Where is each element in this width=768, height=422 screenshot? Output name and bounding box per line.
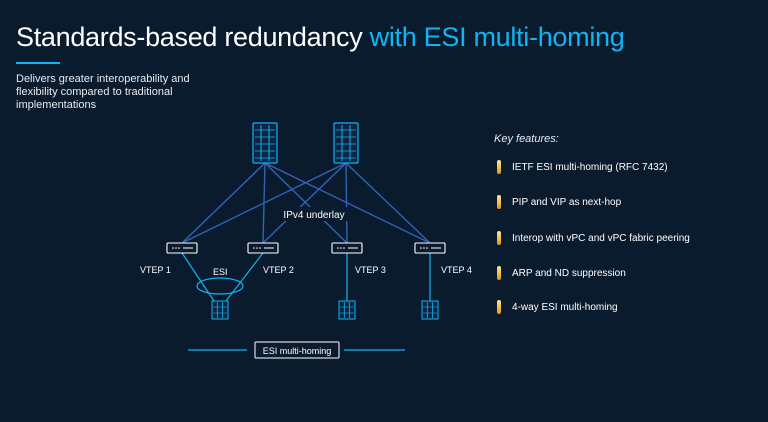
caption-box: [254, 341, 340, 359]
slide-title: Standards-based redundancy with ESI mult…: [16, 22, 625, 53]
feature-label: 4-way ESI multi-homing: [512, 301, 618, 313]
feature-item: 4-way ESI multi-homing: [497, 299, 618, 315]
underlay-label: IPv4 underlay: [283, 210, 344, 221]
esi-ellipse: [196, 277, 244, 295]
leaf-switch-2: [247, 242, 279, 254]
feature-item: IETF ESI multi-homing (RFC 7432): [497, 159, 668, 175]
feature-item: ARP and ND suppression: [497, 265, 626, 281]
server-host-3: [338, 300, 356, 320]
caption-label: ESI multi-homing: [263, 346, 332, 356]
underlay-label-bg: [274, 207, 354, 221]
leaf-switch-1: [166, 242, 198, 254]
feature-label: ARP and ND suppression: [512, 267, 626, 279]
bullet-icon: [497, 231, 501, 245]
bullet-icon: [497, 160, 501, 174]
bullet-icon: [497, 266, 501, 280]
slide-subtitle: Delivers greater interoperability and fl…: [16, 73, 190, 111]
feature-label: Interop with vPC and vPC fabric peering: [512, 232, 690, 244]
title-accent: with ESI multi-homing: [369, 22, 625, 52]
server-host-4: [421, 300, 439, 320]
leaf-switch-4: [414, 242, 446, 254]
vtep-3-label: VTEP 3: [355, 265, 386, 275]
feature-label: IETF ESI multi-homing (RFC 7432): [512, 161, 668, 173]
title-underline: [16, 62, 60, 64]
title-main: Standards-based redundancy: [16, 22, 370, 52]
spine-switch-1: [252, 122, 278, 164]
bullet-icon: [497, 195, 501, 209]
fabric-links: [181, 162, 431, 244]
vtep-1-label: VTEP 1: [140, 265, 171, 275]
server-esi-host: [211, 300, 229, 320]
feature-item: Interop with vPC and vPC fabric peering: [497, 230, 690, 246]
leaf-switch-3: [331, 242, 363, 254]
esi-label: ESI: [213, 267, 228, 277]
feature-label: PIP and VIP as next-hop: [512, 196, 622, 208]
vtep-2-label: VTEP 2: [263, 265, 294, 275]
feature-item: PIP and VIP as next-hop: [497, 194, 622, 210]
bullet-icon: [497, 300, 501, 314]
features-heading: Key features:: [494, 133, 559, 145]
vtep-4-label: VTEP 4: [441, 265, 472, 275]
spine-switch-2: [333, 122, 359, 164]
